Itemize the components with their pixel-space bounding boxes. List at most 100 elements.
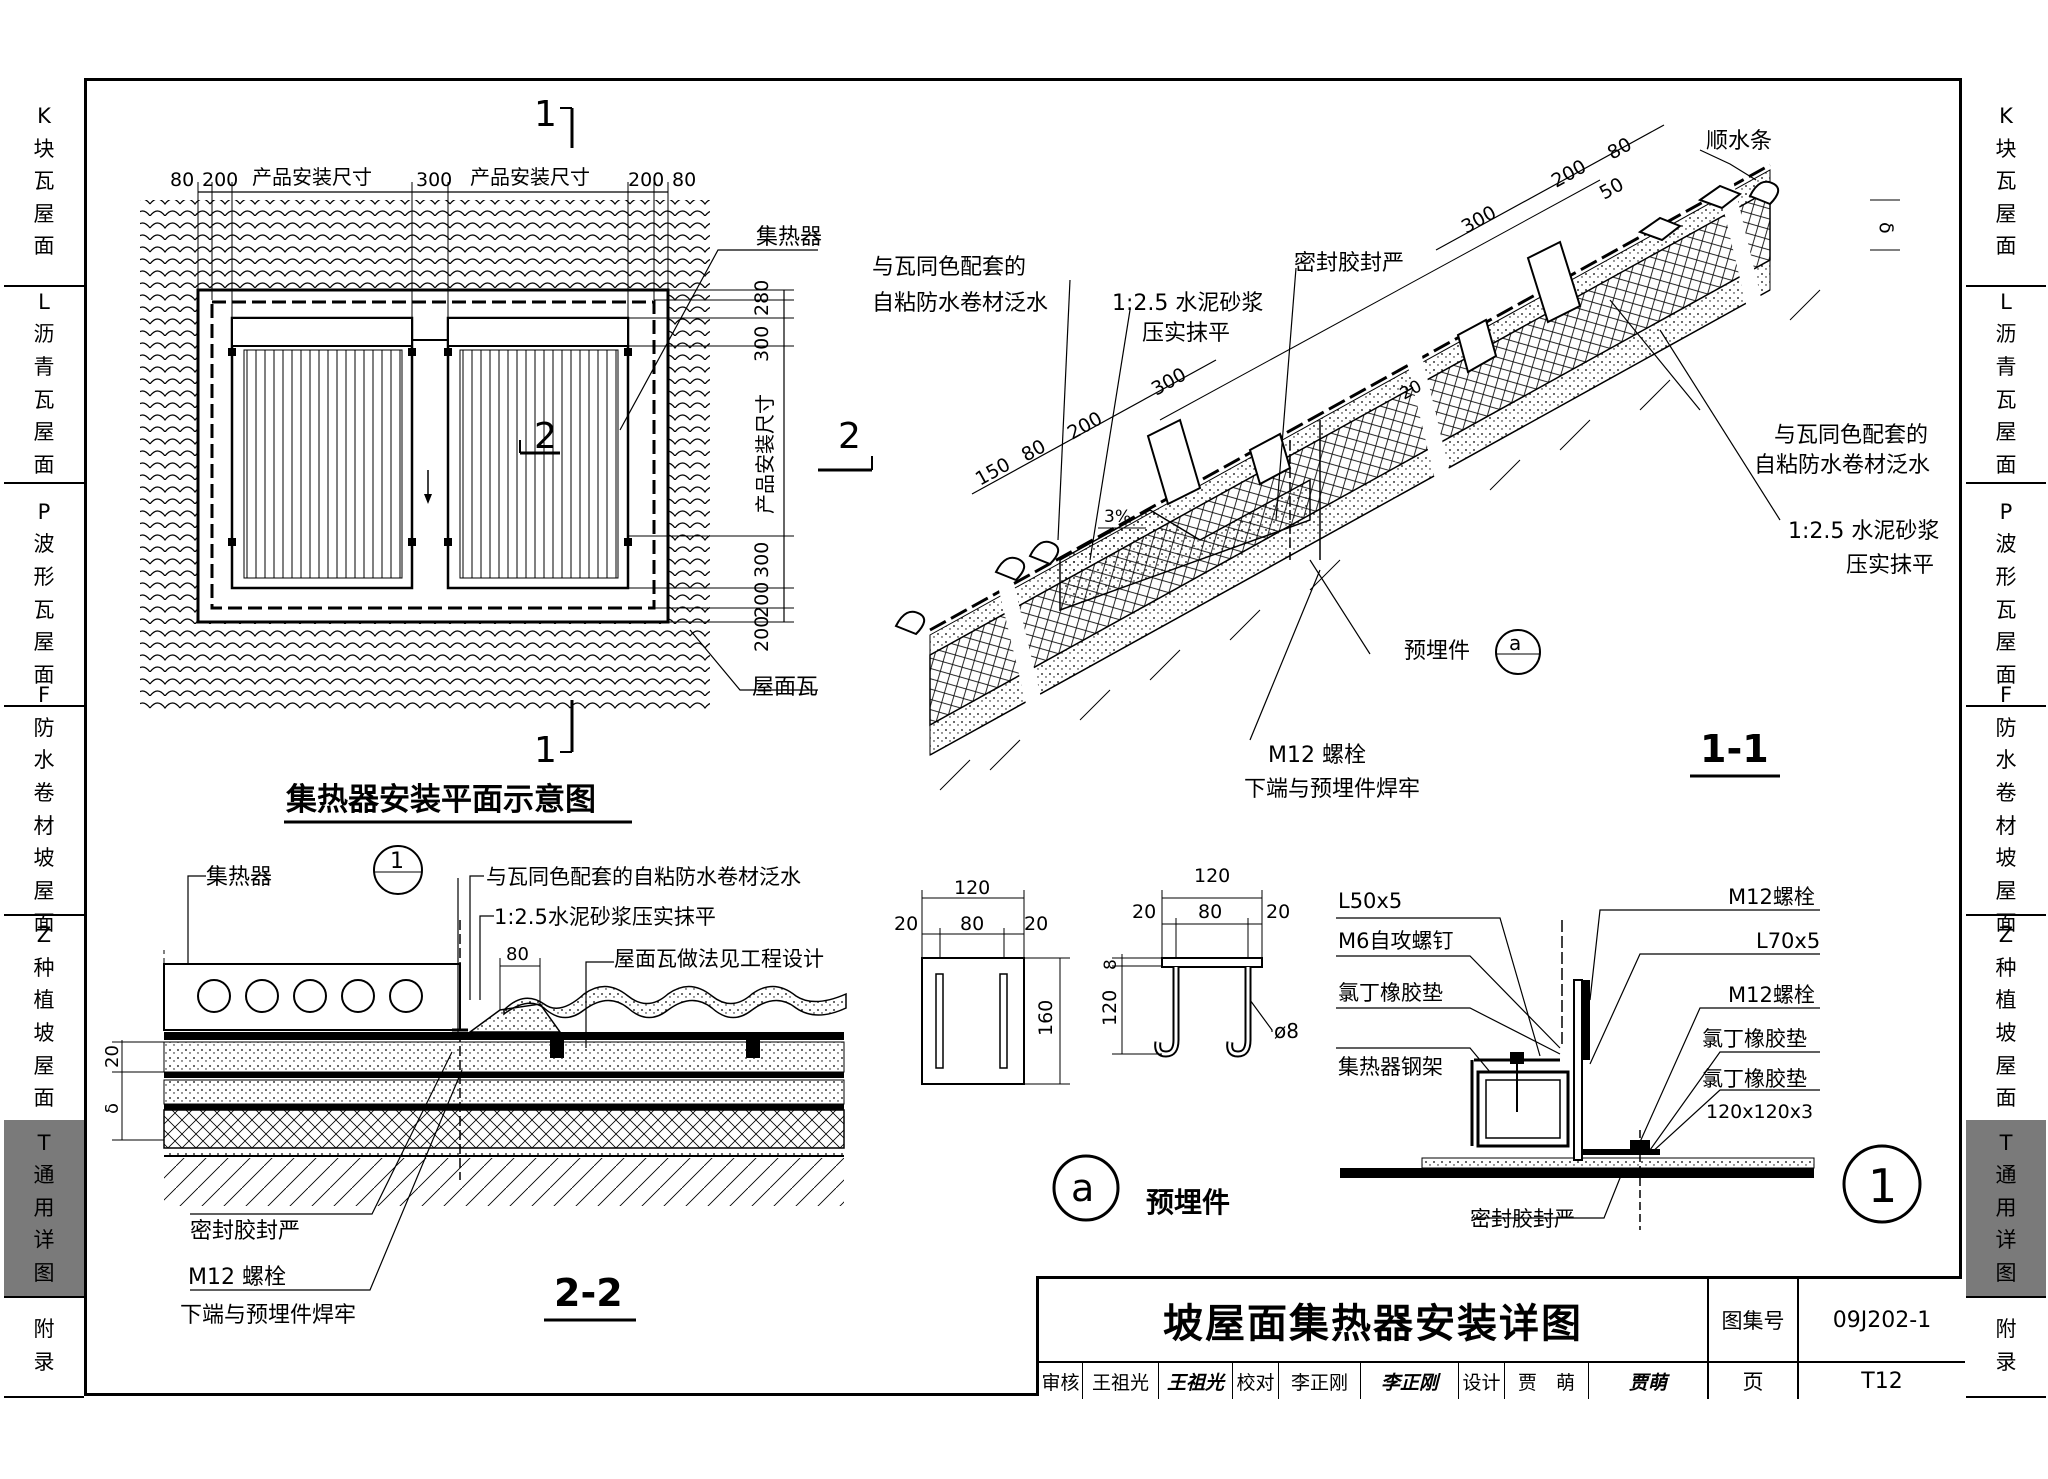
side-tab-char: 波 (1995, 532, 2017, 557)
svg-text:150: 150 (972, 454, 1014, 491)
section-2-2-label-mortar: 1:2.5水泥砂浆压实抹平 (494, 905, 716, 929)
side-tab-char: 面 (33, 911, 55, 936)
section-1-1: 150 80 200 300 300 200 80 50 20 δ 3% 与瓦同… (872, 124, 1939, 802)
side-tab-char: 面 (33, 1086, 55, 1111)
side-tab-char: 面 (1995, 234, 2017, 259)
check-label: 校对 (1233, 1363, 1279, 1399)
side-tab-char: F (1999, 683, 2013, 708)
svg-text:300: 300 (1458, 202, 1500, 239)
side-tab-char: 沥 (33, 322, 55, 347)
svg-text:300: 300 (751, 326, 773, 362)
side-tab-char: L (2000, 289, 2012, 314)
side-tab-char: 屋 (1995, 201, 2017, 226)
side-tab-char: 面 (33, 452, 55, 477)
side-tab-char: 屋 (33, 630, 55, 655)
side-tab-char: 用 (33, 1195, 55, 1220)
section-1-1-flashing-right-2: 自粘防水卷材泛水 (1754, 453, 1930, 478)
side-tab-char: 瓦 (1995, 169, 2017, 194)
detail-a-ref: a (1071, 1166, 1094, 1210)
svg-text:20: 20 (1132, 901, 1156, 923)
detail-1-label-m12-1: M12螺栓 (1728, 885, 1815, 909)
detail-1-label-m12-2: M12螺栓 (1728, 983, 1815, 1007)
side-tab-char: 形 (1995, 564, 2017, 589)
detail-1-label-m6: M6自攻螺钉 (1338, 929, 1453, 953)
svg-text:20: 20 (894, 913, 918, 935)
atlas-number: 09J202-1 (1799, 1279, 1965, 1363)
plan-dim-product-size-1: 产品安装尺寸 (252, 165, 372, 189)
side-tab-char: 种 (1995, 955, 2017, 980)
side-tab-char: 植 (33, 988, 55, 1013)
section-1-1-flashing-2: 自粘防水卷材泛水 (872, 291, 1048, 316)
svg-text:200: 200 (202, 169, 238, 191)
plan-title: 集热器安装平面示意图 (285, 782, 596, 818)
section-1-1-slope: 3% (1104, 507, 1131, 527)
side-tab-char: 面 (1995, 911, 2017, 936)
svg-text:80: 80 (1604, 133, 1636, 164)
side-tab-char: 瓦 (33, 597, 55, 622)
svg-text:80: 80 (170, 169, 194, 191)
svg-text:200: 200 (1064, 408, 1106, 445)
checker-signature: 李正刚 (1361, 1363, 1459, 1399)
review-label: 审核 (1039, 1363, 1083, 1399)
detail-a-dim-160: 160 (1035, 1000, 1057, 1036)
section-2-2-label-collector: 集热器 (206, 865, 272, 890)
svg-text:δ: δ (1875, 222, 1897, 234)
side-tab-char: 坡 (1995, 846, 2017, 871)
side-tab-char: P (1999, 499, 2013, 524)
section-2-2-label-bolt-2: 下端与预埋件焊牢 (180, 1303, 356, 1328)
drawing-title: 坡屋面集热器安装详图 (1039, 1279, 1709, 1363)
side-tab-char: 屋 (1995, 420, 2017, 445)
side-tab-char: 附 (1995, 1317, 2017, 1342)
side-tab-char: 附 (33, 1317, 55, 1342)
atlas-label: 图集号 (1709, 1279, 1799, 1363)
side-tab-char: 录 (33, 1350, 55, 1374)
side-tab-char: 录 (1995, 1350, 2017, 1374)
svg-text:2: 2 (838, 416, 861, 457)
section-2-2-dim-delta: δ (102, 1103, 123, 1114)
side-tab-char: 面 (1995, 662, 2017, 687)
detail-a: 120 20 80 20 160 120 20 80 20 8 120 ø8 a… (894, 865, 1299, 1222)
page-label: 页 (1709, 1363, 1799, 1399)
side-tab-char: L (38, 289, 50, 314)
svg-text:1: 1 (534, 94, 557, 135)
side-tab-char: 屋 (1995, 1053, 2017, 1078)
side-tab-char: 青 (1995, 354, 2017, 379)
side-tab-char: 水 (1995, 748, 2017, 773)
section-2-2-label-flashing: 与瓦同色配套的自粘防水卷材泛水 (486, 865, 801, 889)
svg-text:80: 80 (672, 169, 696, 191)
detail-a-bent-dim-120: 120 (1194, 865, 1230, 887)
side-tab-附-left[interactable]: 附录 (4, 1296, 84, 1398)
section-1-1-bolt-2: 下端与预埋件焊牢 (1244, 777, 1420, 802)
detail-1-label-rubber-r2: 氯丁橡胶垫 (1702, 1067, 1807, 1091)
side-tab-char: 沥 (1995, 322, 2017, 347)
side-tab-char: 图 (1995, 1260, 2017, 1285)
detail-1: L50x5 M6自攻螺钉 氯丁橡胶垫 集热器钢架 M12螺栓 L70x5 M12… (1336, 885, 1922, 1231)
section-1-1-embedded: 预埋件 (1404, 639, 1470, 664)
side-tab-char: K (1999, 104, 2013, 129)
side-tab-char: 卷 (33, 780, 55, 805)
side-tab-附-right[interactable]: 附录 (1966, 1296, 2046, 1398)
reviewer-signature: 王祖光 (1159, 1363, 1233, 1399)
side-tab-char: F (37, 683, 51, 708)
svg-text:300: 300 (751, 542, 773, 578)
detail-1-label-frame: 集热器钢架 (1338, 1055, 1443, 1079)
side-tab-char: 屋 (33, 420, 55, 445)
section-1-1-mortar-right-2: 压实抹平 (1846, 553, 1934, 578)
section-1-1-mortar-right-1: 1:2.5 水泥砂浆 (1788, 519, 1939, 544)
side-tab-char: 瓦 (1995, 597, 2017, 622)
plan-dim-product-size-2: 产品安装尺寸 (470, 165, 590, 189)
side-tab-char: 通 (1995, 1163, 2017, 1188)
page-number: T12 (1861, 1368, 1903, 1394)
